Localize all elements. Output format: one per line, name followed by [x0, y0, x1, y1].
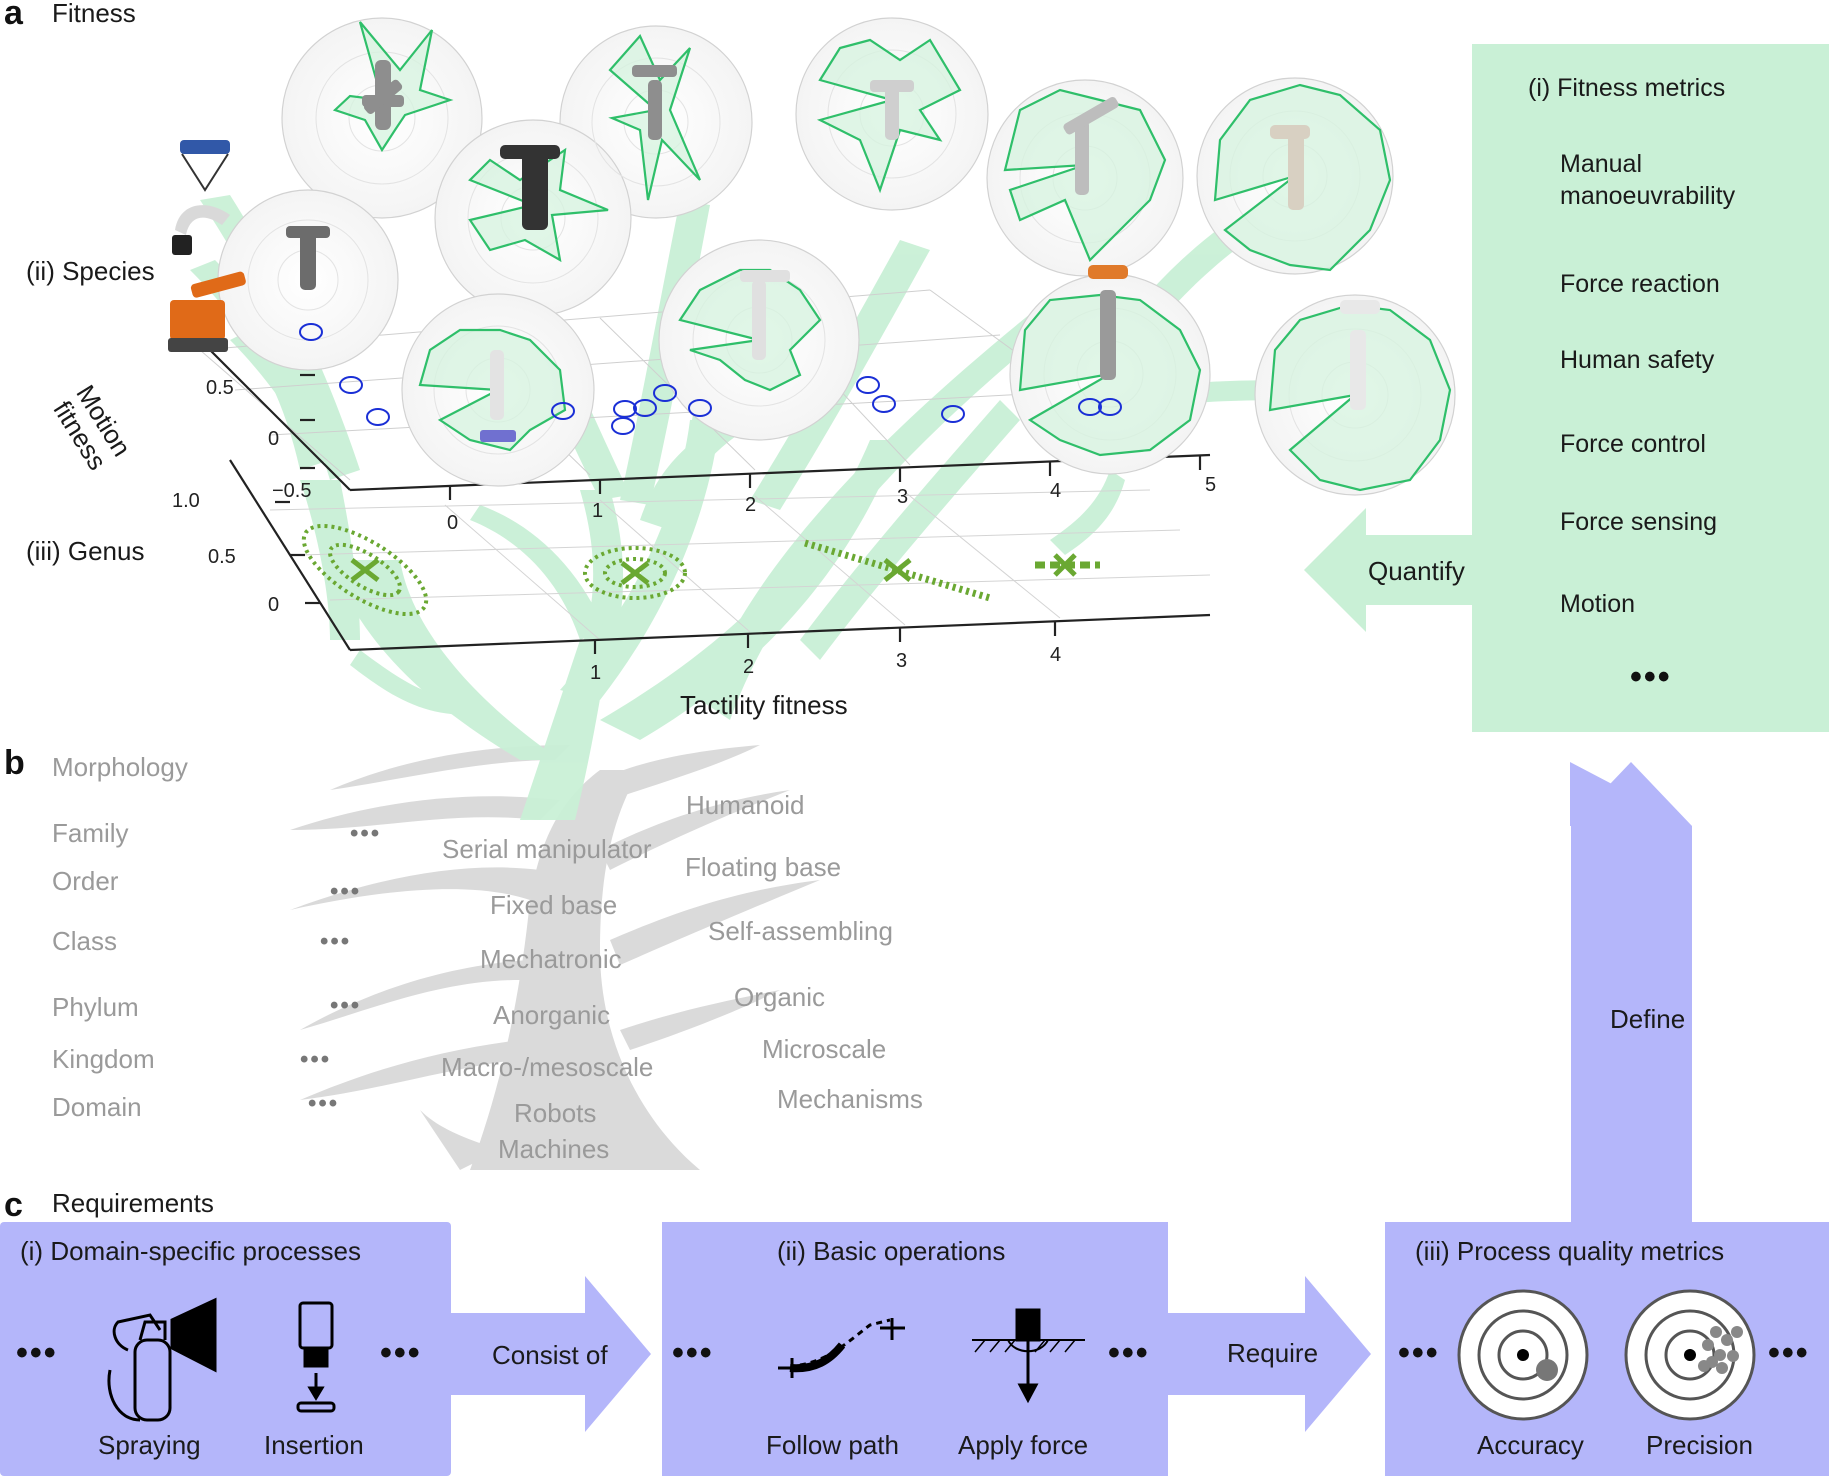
- morphology-tree: [290, 745, 820, 1170]
- taxon-label: Humanoid: [686, 790, 805, 820]
- operation-label: Apply force: [958, 1430, 1089, 1460]
- upper-y-tick: 0: [268, 428, 280, 450]
- metrics-more: •••: [1630, 658, 1672, 696]
- box1-more-right: •••: [380, 1334, 422, 1372]
- taxon-label: Mechatronic: [480, 944, 622, 974]
- lower-y-tick: 1.0: [172, 490, 200, 512]
- box2-more-right: •••: [1108, 1334, 1150, 1372]
- rank-label: Domain: [52, 1092, 142, 1122]
- lower-x-tick: 4: [1050, 644, 1062, 666]
- require-label: Require: [1227, 1338, 1319, 1368]
- upper-x-tick: 1: [592, 500, 604, 522]
- quality-metric-label: Precision: [1646, 1430, 1753, 1460]
- rank-more: •••: [350, 820, 382, 847]
- taxon-label: Robots: [514, 1098, 597, 1128]
- taxon-label: Organic: [734, 982, 826, 1012]
- upper-y-tick: −0.5: [272, 480, 312, 502]
- lower-x-tick: 2: [743, 656, 755, 678]
- panel-c-title: Requirements: [52, 1188, 214, 1218]
- taxon-label: Self-assembling: [708, 916, 893, 946]
- process-label: Insertion: [264, 1430, 364, 1460]
- quantify-label: Quantify: [1368, 556, 1465, 586]
- panel-b-letter: b: [4, 744, 25, 782]
- accuracy-target-icon: [1457, 1289, 1589, 1421]
- rank-label: Class: [52, 926, 118, 956]
- panel-c-letter: c: [4, 1186, 23, 1224]
- taxon-label: Anorganic: [493, 1000, 611, 1030]
- box3-heading: (iii) Process quality metrics: [1415, 1236, 1725, 1266]
- taxon-label: Microscale: [762, 1034, 887, 1064]
- rank-more: •••: [320, 928, 352, 955]
- rank-more: •••: [330, 878, 362, 905]
- consist-of-label: Consist of: [492, 1340, 608, 1370]
- upper-x-tick: 5: [1205, 474, 1217, 496]
- genus-axes: [229, 459, 1211, 654]
- rank-label: Family: [52, 818, 129, 848]
- panel-b-title: Morphology: [52, 752, 188, 782]
- operation-label: Follow path: [766, 1430, 899, 1460]
- rank-label: Phylum: [52, 992, 139, 1022]
- metric-item: Human safety: [1560, 346, 1715, 374]
- metric-item: Force sensing: [1560, 508, 1718, 536]
- fitness-metrics-heading: (i) Fitness metrics: [1528, 74, 1726, 102]
- follow-path-icon: [778, 1318, 905, 1378]
- upper-x-tick: 2: [745, 494, 757, 516]
- metric-item: Force reaction: [1560, 270, 1720, 298]
- upper-x-tick: 0: [447, 512, 459, 534]
- fitness-metrics-panel: [1304, 44, 1829, 732]
- define-label: Define: [1610, 1004, 1686, 1034]
- upper-x-tick: 3: [897, 486, 909, 508]
- rank-more: •••: [330, 992, 362, 1019]
- tactility-axis-label: Tactility fitness: [680, 690, 848, 720]
- panel-a-letter: a: [4, 0, 23, 32]
- species-markers: [299, 323, 1122, 435]
- process-label: Spraying: [98, 1430, 201, 1460]
- genus-means: [350, 553, 1077, 585]
- usb-insertion-icon: [296, 1301, 336, 1413]
- robot-silhouettes: [168, 60, 1380, 442]
- box3-more-right: •••: [1768, 1334, 1810, 1372]
- rank-more: •••: [308, 1090, 340, 1117]
- box1-more-left: •••: [16, 1334, 58, 1372]
- genus-plane: [269, 489, 1211, 641]
- quality-metric-label: Accuracy: [1477, 1430, 1584, 1460]
- panel-a-title: Fitness: [52, 0, 136, 28]
- taxon-label: Macro-/mesoscale: [441, 1052, 654, 1082]
- box1-heading: (i) Domain-specific processes: [20, 1236, 361, 1266]
- taxon-label: Fixed base: [490, 890, 618, 920]
- taxon-label: Serial manipulator: [442, 834, 652, 864]
- metric-item: Motion: [1560, 590, 1636, 618]
- rank-label: Order: [52, 866, 119, 896]
- metric-item: Force control: [1560, 430, 1706, 458]
- lower-y-tick: 0.5: [208, 546, 236, 568]
- taxon-label: Mechanisms: [777, 1084, 923, 1114]
- spray-icon: [107, 1297, 217, 1422]
- taxon-label: Floating base: [685, 852, 842, 882]
- rank-label: Kingdom: [52, 1044, 155, 1074]
- upper-y-tick: 0.5: [206, 377, 234, 399]
- box2-heading: (ii) Basic operations: [777, 1236, 1006, 1266]
- species-label: (ii) Species: [26, 256, 155, 286]
- precision-target-icon: [1624, 1289, 1756, 1421]
- upper-x-tick: 4: [1050, 480, 1062, 502]
- genus-label: (iii) Genus: [26, 536, 145, 566]
- lower-y-tick: 0: [268, 594, 280, 616]
- rank-more: •••: [300, 1046, 332, 1073]
- lower-x-tick: 1: [590, 662, 602, 684]
- box2-more-left: •••: [672, 1334, 714, 1372]
- lower-x-tick: 3: [896, 650, 908, 672]
- box3-more-left: •••: [1398, 1334, 1440, 1372]
- metric-item: Manual manoeuvrability: [1560, 150, 1736, 210]
- apply-force-icon: [972, 1308, 1085, 1404]
- taxon-label: Machines: [498, 1134, 610, 1164]
